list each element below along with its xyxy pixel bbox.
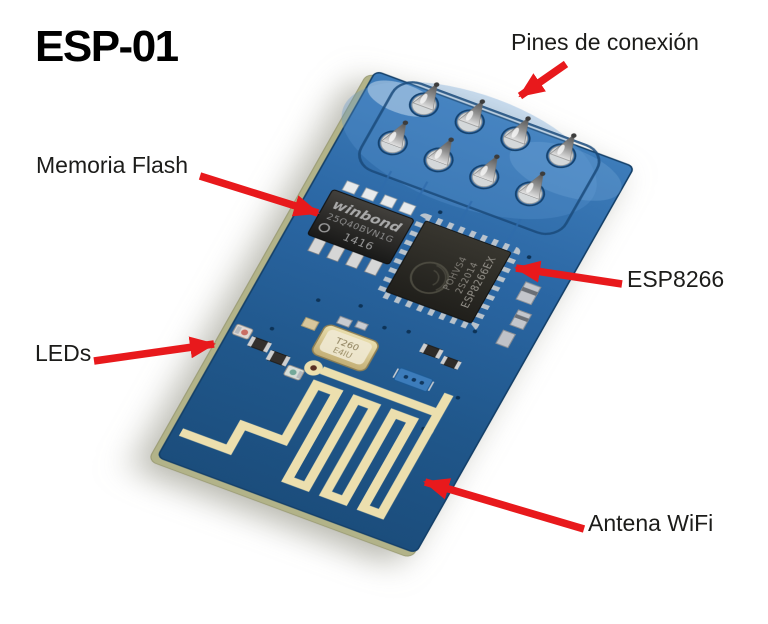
esp-body	[385, 220, 512, 324]
right-side-components	[392, 281, 542, 392]
page-title: ESP-01	[35, 22, 179, 71]
capacitor	[509, 309, 533, 331]
pin	[377, 120, 409, 156]
annotation-arrows	[93, 60, 623, 533]
arrow-pins	[517, 60, 569, 100]
capacitor	[354, 320, 369, 331]
capacitor	[515, 281, 542, 306]
label-memoria-flash: Memoria Flash	[36, 152, 189, 178]
label-pines: Pines de conexión	[511, 29, 699, 55]
resistor	[246, 336, 272, 353]
capacitor	[495, 329, 517, 349]
led-resistor-cluster	[232, 315, 369, 381]
resistor	[419, 343, 444, 359]
crystal-oscillator: T260 E4IU	[311, 324, 379, 372]
wifi-antenna-trace	[178, 360, 454, 520]
red-led	[232, 323, 254, 340]
arrow-esp8266	[514, 260, 623, 288]
vias	[269, 210, 532, 431]
pin	[423, 137, 454, 173]
pin	[546, 133, 577, 169]
silkscreen-outline	[358, 81, 601, 236]
pcb-board: winbond 25Q40BVN1G 1416 ESP8266EX 2S2014…	[150, 72, 633, 557]
espressif-swirl-logo	[409, 261, 450, 295]
pcb-face	[158, 72, 633, 552]
flash-chip: winbond 25Q40BVN1G 1416	[307, 180, 417, 277]
pin	[454, 99, 486, 135]
arrow-antenna	[423, 478, 586, 533]
resistor	[265, 350, 291, 367]
resistor	[440, 355, 462, 370]
label-esp8266: ESP8266	[627, 266, 725, 292]
flash-body	[307, 189, 414, 265]
esp-qfn-pads	[376, 213, 521, 331]
antenna-feed-via	[310, 365, 317, 371]
antenna-stub	[423, 392, 454, 434]
antenna-meander	[178, 379, 434, 520]
label-leds: LEDs	[35, 340, 92, 366]
espressif-swirl-logo	[432, 264, 447, 291]
flux-wash	[509, 141, 622, 201]
antenna-feed-trace	[319, 366, 441, 417]
blue-led	[283, 364, 305, 381]
flash-pin1-mark	[318, 223, 331, 233]
arrow-leds	[93, 336, 216, 365]
flash-top-pads	[341, 180, 417, 216]
capacitor	[335, 315, 354, 328]
capacitor	[300, 316, 320, 332]
pin	[500, 116, 531, 152]
esp8266-chip: ESP8266EX 2S2014 POHVS4	[376, 213, 521, 331]
pin-header	[377, 82, 577, 207]
jumper-block	[392, 367, 435, 392]
pin	[408, 82, 440, 118]
arrow-flash	[198, 172, 320, 217]
label-antena-wifi: Antena WiFi	[588, 510, 714, 536]
pin	[469, 154, 500, 190]
flash-leads	[307, 236, 384, 277]
pin	[514, 171, 546, 207]
